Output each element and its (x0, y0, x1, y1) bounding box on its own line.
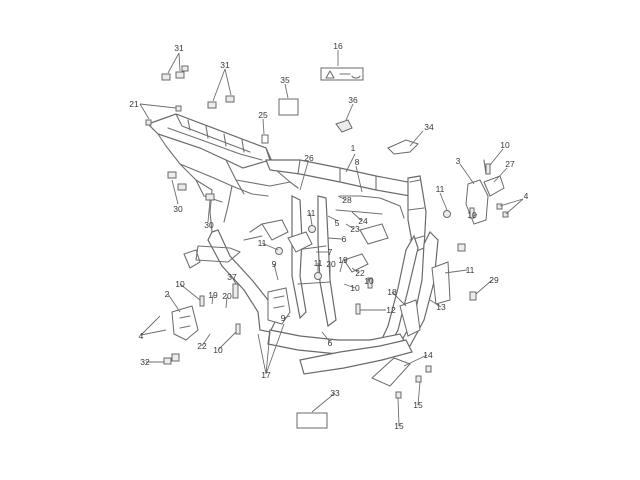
callout-14: 14 (423, 350, 433, 360)
callout-4: 4 (139, 331, 144, 341)
callout-1: 1 (351, 143, 356, 153)
leader-lines (139, 50, 524, 427)
callout-11: 11 (436, 184, 445, 194)
callout-13: 13 (436, 302, 446, 312)
callout-25: 25 (258, 110, 268, 120)
callout-6: 6 (328, 338, 333, 348)
callout-10: 10 (364, 276, 374, 286)
callout-24: 24 (358, 216, 368, 226)
callout-22: 22 (197, 341, 207, 351)
callout-4: 4 (524, 191, 529, 201)
callout-5: 5 (335, 218, 340, 228)
callout-34: 34 (424, 122, 434, 132)
callout-20: 20 (222, 291, 232, 301)
callout-22: 22 (355, 268, 365, 278)
callout-19: 19 (208, 290, 218, 300)
callout-10: 10 (350, 283, 360, 293)
callout-numbers: 31 31 16 35 36 21 25 34 1 8 26 3 10 27 1… (129, 41, 528, 431)
callout-17: 17 (261, 370, 271, 380)
callout-6: 6 (342, 234, 347, 244)
callout-20: 20 (326, 259, 336, 269)
callout-11: 11 (314, 258, 323, 268)
callout-10: 10 (467, 210, 477, 220)
callout-15: 15 (413, 400, 423, 410)
detached-parts (145, 65, 509, 429)
callout-32: 32 (140, 357, 150, 367)
callout-31: 31 (220, 60, 230, 70)
callout-7: 7 (328, 247, 333, 257)
callout-31: 31 (174, 43, 184, 53)
callout-2: 2 (165, 289, 170, 299)
callout-30: 30 (204, 220, 214, 230)
callout-11: 11 (258, 238, 267, 248)
callout-10: 10 (175, 279, 185, 289)
callout-35: 35 (280, 75, 290, 85)
callout-10: 10 (500, 140, 510, 150)
callout-30: 30 (173, 204, 183, 214)
callout-21: 21 (129, 99, 139, 109)
callout-3: 3 (456, 156, 461, 166)
callout-16: 16 (333, 41, 343, 51)
callout-9: 9 (272, 259, 277, 269)
callout-8: 8 (355, 157, 360, 167)
callout-18: 18 (387, 287, 397, 297)
callout-15: 15 (394, 421, 404, 431)
callout-36: 36 (348, 95, 358, 105)
callout-23: 23 (350, 224, 360, 234)
callout-28: 28 (342, 195, 352, 205)
callout-37: 37 (227, 272, 237, 282)
callout-9: 9 (281, 313, 286, 323)
callout-33: 33 (330, 388, 340, 398)
callout-27: 27 (505, 159, 515, 169)
callout-26: 26 (304, 153, 314, 163)
frame-outline (146, 113, 439, 375)
callout-12: 12 (386, 305, 396, 315)
callout-11: 11 (307, 208, 316, 218)
callout-10: 10 (213, 345, 223, 355)
callout-11: 11 (466, 265, 475, 275)
callout-29: 29 (489, 275, 499, 285)
callout-19: 19 (338, 255, 348, 265)
